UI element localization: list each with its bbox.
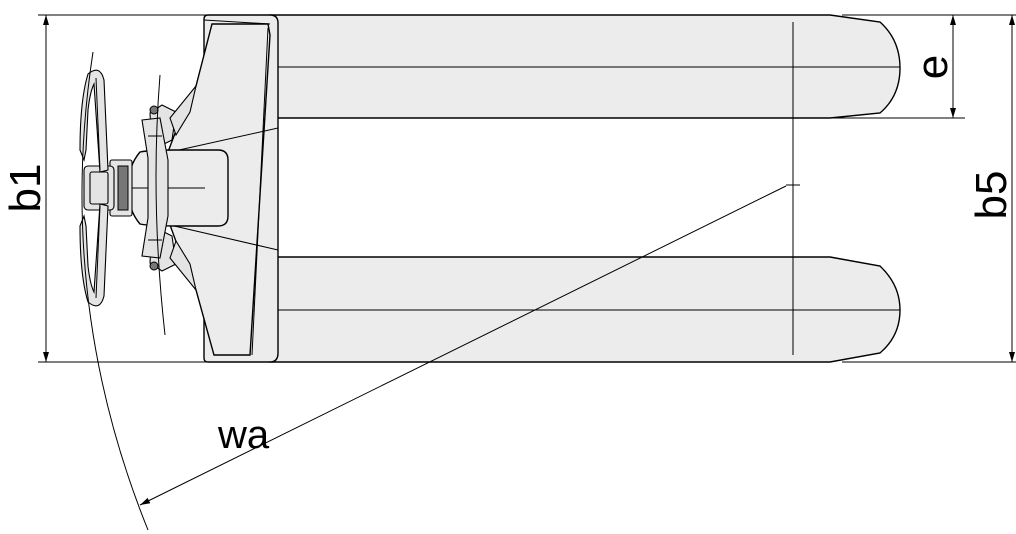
- handle-bracket: [141, 85, 197, 291]
- pump-housing: [127, 149, 229, 227]
- lower-fork: [269, 256, 901, 363]
- handle-swing-arc-inner: [155, 74, 166, 336]
- upper-fork: [269, 14, 901, 119]
- handle-swing-arc: [81, 51, 149, 531]
- dimension-wa: [139, 185, 787, 506]
- label-b5: b5: [967, 171, 1016, 220]
- label-e: e: [908, 55, 957, 79]
- handle-head: [83, 159, 133, 217]
- label-b1: b1: [1, 164, 50, 213]
- label-wa: wa: [217, 413, 270, 457]
